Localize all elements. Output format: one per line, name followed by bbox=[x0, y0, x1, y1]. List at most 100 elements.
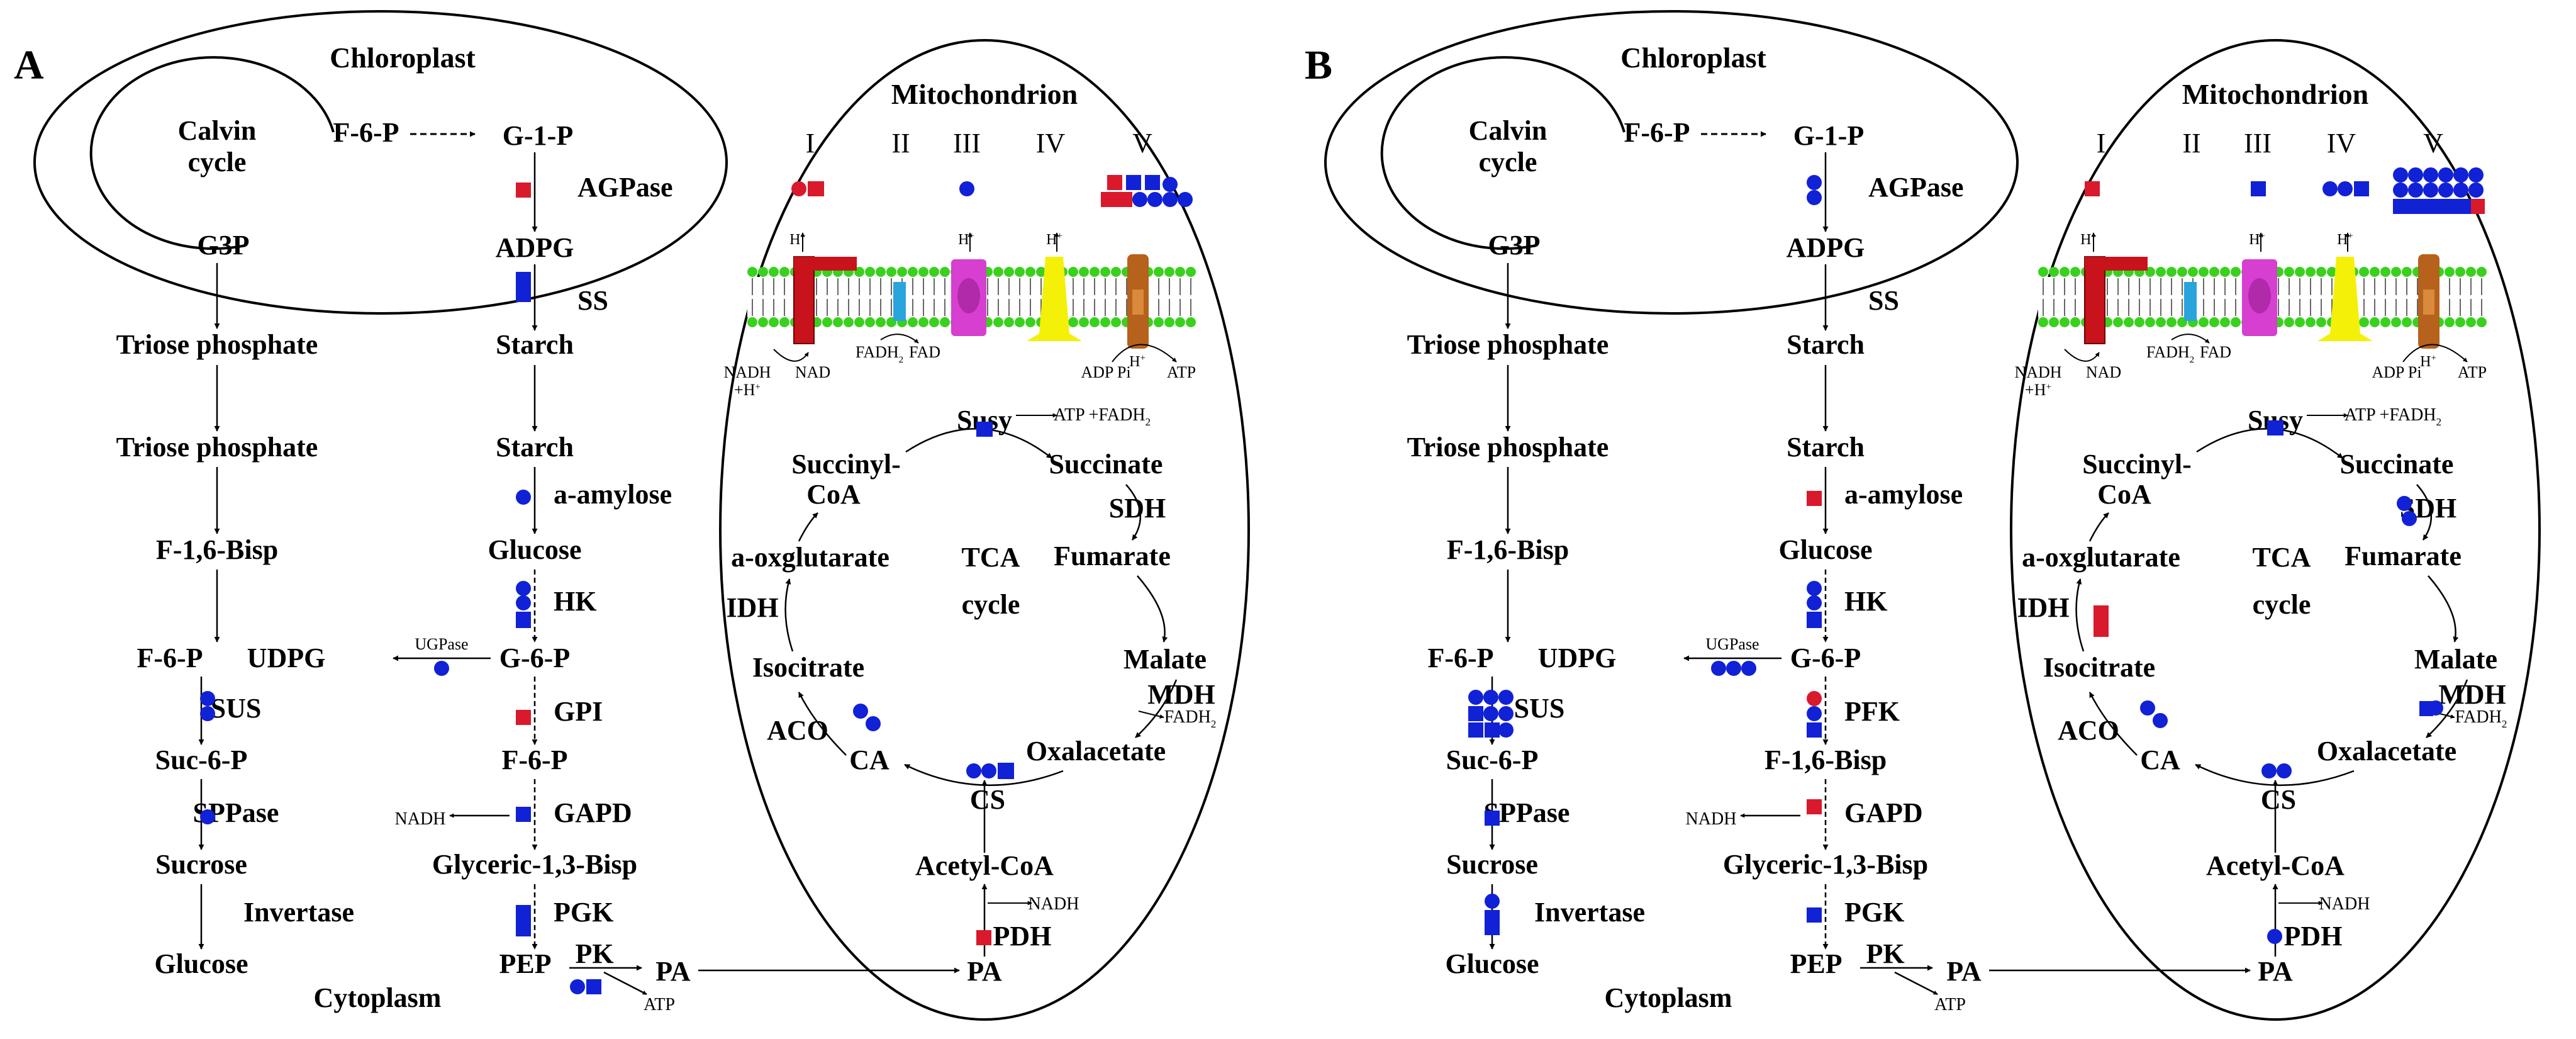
lipid-head bbox=[1111, 317, 1121, 327]
marker-sdh-2 bbox=[2402, 511, 2417, 526]
metabolite-succinyl: Succinyl- bbox=[2082, 449, 2192, 480]
lipid-head bbox=[918, 317, 928, 327]
label-fad: FAD bbox=[909, 343, 940, 361]
enzyme-sus: SUS bbox=[1514, 693, 1565, 724]
enzyme-pdh: PDH bbox=[2284, 921, 2343, 952]
marker-step bbox=[516, 710, 531, 725]
label-nadh-pdh: NADH bbox=[2319, 894, 2370, 914]
marker-complex-iii bbox=[959, 181, 974, 196]
marker-hk-1 bbox=[516, 581, 531, 596]
lipid-head bbox=[876, 267, 886, 277]
metabolite-g1p: G-1-P bbox=[503, 120, 573, 151]
lipid-head bbox=[833, 317, 843, 327]
metabolite-succinate: Succinate bbox=[2340, 449, 2454, 480]
panel-a: A Chloroplast Calvin cycle F-6-P G-1-P G… bbox=[14, 10, 1250, 1021]
marker-hk-2 bbox=[1807, 595, 1822, 610]
lipid-head bbox=[822, 317, 832, 327]
marker-hk-1 bbox=[1807, 581, 1822, 596]
atp-pk: ATP bbox=[1934, 995, 1966, 1014]
lipid-head bbox=[2220, 317, 2230, 327]
metabolite-succinyl: Succinyl- bbox=[791, 449, 901, 480]
lipid-head bbox=[897, 267, 907, 277]
h-plus-v: H+ bbox=[2420, 353, 2436, 370]
marker-complex-v bbox=[2393, 167, 2485, 214]
marker-invertase-1 bbox=[1485, 894, 1500, 909]
enzyme-sdh: SDH bbox=[1109, 493, 1166, 524]
arrow-pk-atp bbox=[1894, 971, 1938, 996]
lipid-head bbox=[2466, 317, 2476, 327]
complex-i-arm bbox=[2085, 257, 2148, 271]
lipid-head bbox=[876, 317, 886, 327]
arrow-succinate-fumarate bbox=[2416, 484, 2433, 541]
h-plus-iii: H+ bbox=[2249, 231, 2265, 248]
lipid-head bbox=[2199, 267, 2209, 277]
chloroplast-title: Chloroplast bbox=[330, 42, 476, 74]
marker-ugpase-2 bbox=[1726, 661, 1741, 676]
marker-complex-iii bbox=[2251, 181, 2266, 196]
marker-complex-iv-2 bbox=[2338, 181, 2353, 196]
lipid-head bbox=[2166, 317, 2177, 327]
label-h-plus: +H+ bbox=[734, 381, 761, 399]
metabolite-sucrose: Sucrose bbox=[1446, 849, 1538, 880]
metabolite-suc6p: Suc-6-P bbox=[155, 744, 248, 775]
enzyme-pgk: PGK bbox=[554, 897, 613, 928]
cytoplasm-right-column: Starch a-amylose Glucose HK G-6-P UGPase… bbox=[393, 365, 960, 1014]
chloroplast-membrane bbox=[33, 10, 728, 315]
panel-b: B Chloroplast Calvin cycle F-6-P G-1-P G… bbox=[1305, 10, 2541, 1021]
inner-membrane bbox=[747, 254, 1207, 349]
enzyme-pk: PK bbox=[575, 938, 613, 969]
marker-step-1 bbox=[1807, 691, 1822, 706]
lipid-head bbox=[2359, 267, 2369, 277]
metabolite-glucose: Glucose bbox=[488, 534, 581, 565]
lipid-head bbox=[769, 317, 779, 327]
marker-ugpase-1 bbox=[1711, 661, 1726, 676]
metabolite-pa-mito: PA bbox=[967, 956, 1002, 987]
lipid-head bbox=[2199, 317, 2209, 327]
lipid-head bbox=[1025, 317, 1035, 327]
cytoplasm-left-column: Triose phosphate F-1,6-Bisp F-6-P UDPG S… bbox=[1407, 365, 1732, 1013]
arrow-aoxg-succinyl bbox=[798, 512, 818, 542]
mitochondrion-membrane bbox=[719, 39, 1250, 1021]
mitochondrion: Mitochondrion I II III IV V bbox=[719, 39, 1250, 1021]
enzyme-aco: ACO bbox=[767, 715, 828, 746]
metabolite-pa-cytoplasm: PA bbox=[1946, 956, 1982, 987]
lipid-head bbox=[1004, 267, 1014, 277]
metabolite-coa: CoA bbox=[806, 479, 861, 510]
enzyme-ugpase: UGPase bbox=[1705, 635, 1759, 653]
lipid-head bbox=[2220, 267, 2230, 277]
enzyme-pgk: PGK bbox=[1844, 897, 1904, 928]
marker-complex-i-2 bbox=[808, 181, 824, 196]
lipid-head bbox=[2359, 317, 2369, 327]
metabolite-step-product: F-6-P bbox=[501, 744, 567, 775]
metabolite-aoxglutarate: a-oxglutarate bbox=[2022, 542, 2180, 573]
lipid-head bbox=[1154, 317, 1164, 327]
enzyme-agpase: AGPase bbox=[577, 172, 673, 203]
complex-ii-protein bbox=[2184, 282, 2197, 321]
label-h-plus: +H+ bbox=[2025, 381, 2051, 399]
marker-pk-1 bbox=[570, 979, 585, 994]
expression-markers bbox=[1468, 167, 2485, 944]
mitochondrion-title: Mitochondrion bbox=[891, 78, 1078, 110]
label-fad: FAD bbox=[2200, 343, 2231, 361]
lipid-head bbox=[993, 267, 1003, 277]
marker-pgk bbox=[1807, 907, 1822, 923]
metabolite-starch-cytoplasm: Starch bbox=[496, 432, 574, 463]
lipid-head bbox=[758, 317, 768, 327]
mitochondrion-title: Mitochondrion bbox=[2182, 78, 2368, 110]
tca-label: TCA bbox=[2253, 542, 2311, 573]
lipid-head bbox=[2049, 317, 2059, 327]
marker-mdh-2 bbox=[2419, 701, 2433, 716]
lipid-head bbox=[2188, 267, 2198, 277]
enzyme-pdh: PDH bbox=[993, 921, 1052, 952]
panel-letter: B bbox=[1305, 42, 1332, 88]
enzyme-ss: SS bbox=[577, 285, 608, 316]
enzyme-idh: IDH bbox=[726, 592, 778, 623]
lipid-head bbox=[2391, 267, 2401, 277]
marker-aco-1 bbox=[853, 704, 868, 719]
lipid-head bbox=[2391, 317, 2401, 327]
lipid-head bbox=[940, 267, 950, 277]
arrow-fadh-fad bbox=[2171, 334, 2210, 344]
h-plus-iv: H+ bbox=[1046, 231, 1062, 248]
marker-pdh bbox=[2267, 929, 2282, 944]
metabolite-fumarate: Fumarate bbox=[1054, 541, 1171, 571]
